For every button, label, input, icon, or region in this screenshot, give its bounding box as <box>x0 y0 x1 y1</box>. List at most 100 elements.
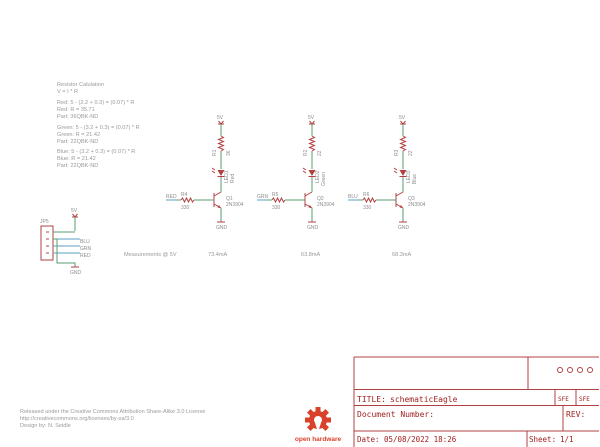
transistor-symbol <box>213 191 222 209</box>
led-symbol-mark <box>211 167 225 177</box>
input-net-label: BLU <box>348 194 358 200</box>
ground-label: GND <box>398 225 410 231</box>
measurement-blue: 68.3mA <box>392 252 412 258</box>
logo-text: open hardware <box>295 436 342 443</box>
res-base-name: R6 <box>363 192 370 198</box>
res-base-name: R5 <box>272 192 279 198</box>
note-line: Green: 5 - (3.2 + 0.3) = (0.07) * R <box>57 125 140 131</box>
measurement-red: 73.4mA <box>208 252 228 258</box>
gear-icon <box>305 407 331 432</box>
sheet-value: 1/1 <box>560 435 574 444</box>
note-line: Green: R = 21.42 <box>57 132 100 138</box>
wire <box>53 217 76 233</box>
note-line: Part: 22QBK-ND <box>57 163 98 169</box>
channel-red: 5V R1 36 LED1 Red Q1 2N3904 GND R4 330 R… <box>166 115 244 231</box>
connector-jp5: JP5 5V BLU GRN RED GND <box>40 208 92 276</box>
connector-net: GRN <box>80 246 92 252</box>
open-hardware-logo: open hardware <box>295 407 342 443</box>
led-name: LED1 <box>224 170 230 183</box>
date-label: Date: <box>357 435 380 444</box>
ground-label: GND <box>307 225 319 231</box>
license-line: Design by: N. Seidle <box>20 423 71 429</box>
transistor-name: Q1 <box>226 196 233 202</box>
led-symbol <box>217 170 225 176</box>
supply-label: 5V <box>308 115 315 121</box>
note-line: V = I * R <box>57 89 78 95</box>
transistor-part: 2N3904 <box>226 202 244 208</box>
input-net-label: GRN <box>257 194 269 200</box>
note-line: Blue: 5 - (3.2 + 0.3) = (0.07) * R <box>57 149 135 155</box>
corner-circle <box>567 367 573 373</box>
corner-circle <box>577 367 583 373</box>
res-top-name: R2 <box>303 149 309 156</box>
res-top-value: 22 <box>317 150 323 156</box>
transistor-part: 2N3904 <box>317 202 335 208</box>
corner-circle <box>587 367 593 373</box>
license-notes: Released under the Creative Commons Attr… <box>20 409 205 429</box>
resistor-symbol <box>271 196 286 204</box>
title-label: TITLE: <box>357 395 386 404</box>
title-block-grid <box>353 356 599 447</box>
title-value: schematicEagle <box>390 395 458 404</box>
connector-body <box>40 225 54 261</box>
rev-label: REV: <box>566 410 585 419</box>
led-color: Green <box>321 172 327 186</box>
transistor-arrow <box>217 205 221 208</box>
license-line: Released under the Creative Commons Attr… <box>20 409 205 415</box>
transistor-arrow <box>399 205 403 208</box>
connector-supply-label: 5V <box>71 208 78 214</box>
connector-ground-label: GND <box>70 270 82 276</box>
res-base-value: 330 <box>272 205 281 211</box>
channel-blue: 5V R3 22 LED3 Blue Q3 2N3904 GND R6 330 … <box>348 115 426 231</box>
res-top-name: R1 <box>212 149 218 156</box>
supply-symbol <box>400 120 406 125</box>
connector-pins <box>46 231 49 254</box>
resistor-symbol <box>180 196 195 204</box>
supply-symbol <box>72 213 78 218</box>
transistor-name: Q3 <box>408 196 415 202</box>
led-symbol <box>308 170 316 176</box>
led-symbol <box>399 170 407 176</box>
channel-green: 5V R2 22 LED2 Green Q2 2N3904 GND R5 330… <box>257 115 335 231</box>
supply-label: 5V <box>217 115 224 121</box>
resistor-symbol <box>217 135 225 152</box>
sfe-label: SFE <box>579 396 590 403</box>
led-name: LED2 <box>315 170 321 183</box>
led-symbol-mark <box>393 167 407 177</box>
document-number-label: Document Number: <box>357 410 434 419</box>
supply-label: 5V <box>399 115 406 121</box>
date-value: 05/08/2022 18:26 <box>384 435 457 444</box>
wire <box>53 238 76 267</box>
measurement-green: 63.8mA <box>301 252 321 258</box>
note-line: Part: 36QBK-ND <box>57 114 98 120</box>
res-top-name: R3 <box>394 149 400 156</box>
res-base-value: 330 <box>363 205 372 211</box>
led-name: LED3 <box>406 170 412 183</box>
transistor-symbol <box>304 191 313 209</box>
res-base-name: R4 <box>181 192 188 198</box>
res-top-value: 36 <box>226 150 232 156</box>
res-top-value: 22 <box>408 150 414 156</box>
led-color: Blue <box>412 174 418 184</box>
sfe-label: SFE <box>558 396 569 403</box>
transistor-name: Q2 <box>317 196 324 202</box>
transistor-part: 2N3904 <box>408 202 426 208</box>
title-block: TITLE: schematicEagle SFE SFE Document N… <box>353 356 599 447</box>
note-line: Red: 5 - (2.2 + 0.3) = (0.07) * R <box>57 100 134 106</box>
note-line: Red: R = 35.71 <box>57 107 95 113</box>
license-line: http://creativecommons.org/licenses/by-s… <box>20 416 134 422</box>
resistor-calculation-notes: Resistor Calulation V = I * R Red: 5 - (… <box>57 82 140 169</box>
connector-net: RED <box>80 253 91 259</box>
led-color: Red <box>230 174 236 183</box>
input-net-label: RED <box>166 194 177 200</box>
connector-name: JP5 <box>40 219 49 225</box>
resistor-symbol <box>362 196 377 204</box>
ground-label: GND <box>216 225 228 231</box>
resistor-symbol <box>308 135 316 152</box>
supply-symbol <box>309 120 315 125</box>
supply-symbol <box>218 120 224 125</box>
led-symbol-mark <box>302 167 316 177</box>
sheet-label: Sheet: <box>529 435 556 444</box>
corner-circle <box>557 367 563 373</box>
